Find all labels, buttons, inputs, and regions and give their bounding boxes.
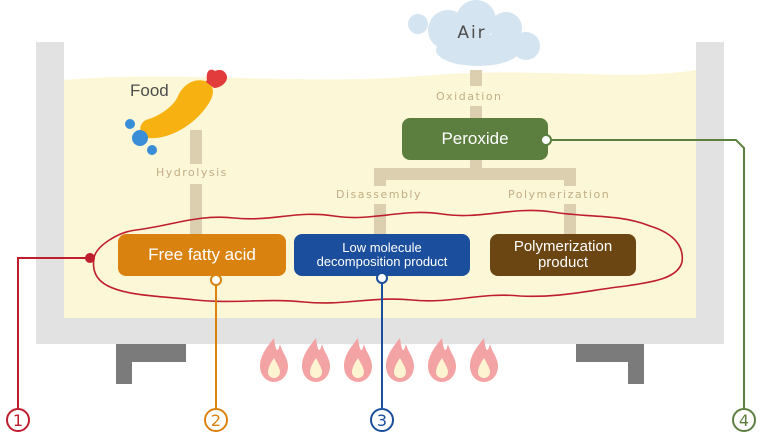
flame-icon: [470, 338, 498, 382]
low-molecule-label-line2: decomposition product: [316, 254, 448, 269]
marker-1-text: 1: [12, 410, 24, 430]
polymerization-label: Polymerization: [508, 188, 611, 201]
marker-4: 4: [732, 408, 756, 432]
connector-ring-low-molecule: [376, 272, 388, 284]
flame-icon: [260, 338, 288, 382]
connectors: [190, 70, 576, 234]
callout-line-1: [17, 257, 90, 408]
callout-dot-1: [85, 253, 95, 263]
marker-2-text: 2: [210, 410, 222, 430]
cloud-icon: [408, 0, 540, 66]
fried-shrimp-icon: [125, 69, 228, 155]
degradation-boundary-line: [92, 209, 684, 304]
polymerization-product-box: Polymerization product: [490, 234, 636, 276]
polymerization-product-label-line1: Polymerization: [513, 237, 613, 255]
free-fatty-acid-label: Free fatty acid: [148, 244, 256, 264]
marker-3: 3: [370, 408, 394, 432]
free-fatty-acid-box: Free fatty acid: [118, 234, 286, 276]
flame-icon: [428, 338, 456, 382]
connector-ring-peroxide: [540, 134, 552, 146]
hydrolysis-label: Hydrolysis: [156, 166, 228, 179]
connector-ring-free-fatty-acid: [210, 274, 222, 286]
air-label: Air: [457, 23, 486, 43]
frying-pan: [36, 42, 724, 344]
marker-1: 1: [6, 408, 30, 432]
callout-line-4: [546, 139, 745, 408]
food-label: Food: [130, 81, 169, 100]
polymerization-product-label-line2: product: [537, 254, 589, 271]
flame-icon: [386, 338, 414, 382]
flame-icon: [344, 338, 372, 382]
low-molecule-label-line1: Low molecule: [342, 239, 422, 255]
marker-4-text: 4: [738, 410, 750, 430]
low-molecule-box: Low molecule decomposition product: [294, 234, 470, 276]
marker-3-text: 3: [376, 410, 388, 430]
oxidation-label: Oxidation: [436, 90, 503, 103]
peroxide-label: Peroxide: [441, 128, 509, 148]
pan-stand-right: [576, 344, 644, 384]
burner-flames: [260, 338, 498, 382]
marker-2: 2: [204, 408, 228, 432]
disassembly-label: Disassembly: [336, 188, 422, 201]
pan-stand-left: [116, 344, 186, 384]
peroxide-box: Peroxide: [402, 118, 548, 160]
flame-icon: [302, 338, 330, 382]
